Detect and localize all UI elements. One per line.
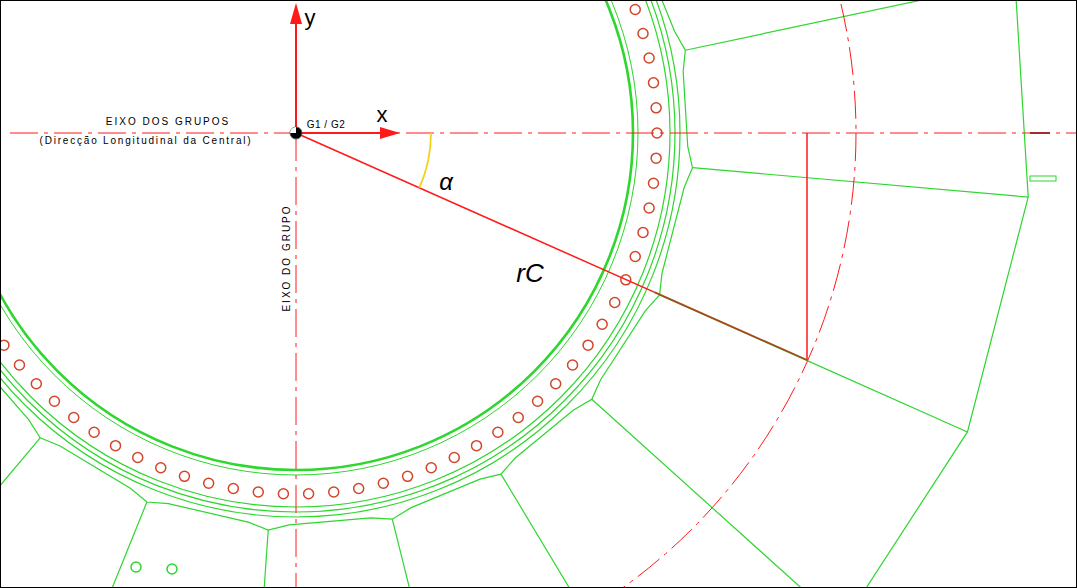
radius-label: rC — [516, 259, 543, 288]
ring — [0, 0, 633, 470]
segment-line — [692, 168, 1028, 197]
ring — [0, 0, 675, 512]
bolt — [228, 484, 238, 494]
bolt — [89, 427, 99, 437]
small-hole — [167, 564, 177, 574]
bolt — [638, 228, 648, 238]
angle-arc — [419, 133, 431, 188]
axis-note: (Direcção Longitudinal da Central) — [39, 135, 254, 146]
bolt — [651, 103, 661, 113]
bolt — [533, 396, 543, 406]
bolt — [648, 178, 658, 188]
bolt — [278, 489, 288, 499]
y-axis — [295, 20, 297, 133]
inner-polygon — [0, 0, 692, 530]
bolt — [14, 360, 24, 370]
bolt — [551, 379, 561, 389]
bolt — [597, 319, 607, 329]
reference-circle — [0, 0, 856, 588]
segment-line — [21, 502, 147, 588]
outer-polygon — [0, 0, 1028, 588]
axis-label: y — [305, 6, 316, 30]
bolt — [513, 412, 523, 422]
segment-line — [685, 0, 1015, 50]
bolt — [329, 487, 339, 497]
small-hole — [131, 562, 141, 572]
bolt — [651, 153, 661, 163]
bolt — [156, 463, 166, 473]
bolt — [253, 487, 263, 497]
origin-point — [290, 127, 302, 139]
origin-point — [290, 127, 296, 133]
bolt — [583, 340, 593, 350]
angle-label: α — [439, 169, 453, 195]
bolt — [630, 5, 640, 15]
bolt — [638, 28, 648, 38]
axis-name: EIXO DO GRUPO — [281, 203, 292, 312]
bolt — [133, 452, 143, 462]
segment-line — [592, 399, 842, 588]
bolt — [493, 427, 503, 437]
segment-line — [0, 438, 40, 588]
arrow-head — [290, 3, 302, 24]
bolt — [378, 478, 388, 488]
bolt — [354, 484, 364, 494]
bolt — [568, 360, 578, 370]
bolt — [644, 203, 654, 213]
segment-line — [245, 530, 269, 588]
projection-line — [806, 133, 808, 360]
bolt — [403, 471, 413, 481]
bolt — [644, 53, 654, 63]
bolt — [610, 297, 620, 307]
radius-line — [296, 133, 654, 292]
axis-line — [296, 133, 297, 588]
axis-line — [10, 133, 1077, 134]
axis-label: x — [377, 103, 388, 127]
bolt — [179, 471, 189, 481]
arrow-head — [380, 127, 400, 139]
origin-label: G1 / G2 — [307, 119, 346, 130]
bolt — [426, 463, 436, 473]
small-plate — [1030, 176, 1056, 181]
ring — [0, 0, 680, 517]
bolt — [31, 379, 41, 389]
bolt — [69, 412, 79, 422]
segment-line — [392, 519, 474, 588]
bolt — [0, 340, 9, 350]
ring — [0, 0, 670, 507]
bolt — [304, 489, 314, 499]
x-axis — [296, 132, 382, 134]
bolt — [111, 441, 121, 451]
bolt — [630, 251, 640, 261]
bolt — [49, 396, 59, 406]
bolt — [204, 478, 214, 488]
radius-line — [654, 292, 807, 360]
ring — [0, 0, 638, 475]
segment-line — [501, 474, 675, 588]
bolt — [648, 78, 658, 88]
axis-name: EIXO DOS GRUPOS — [105, 116, 231, 127]
bolt — [472, 441, 482, 451]
bolt — [449, 452, 459, 462]
